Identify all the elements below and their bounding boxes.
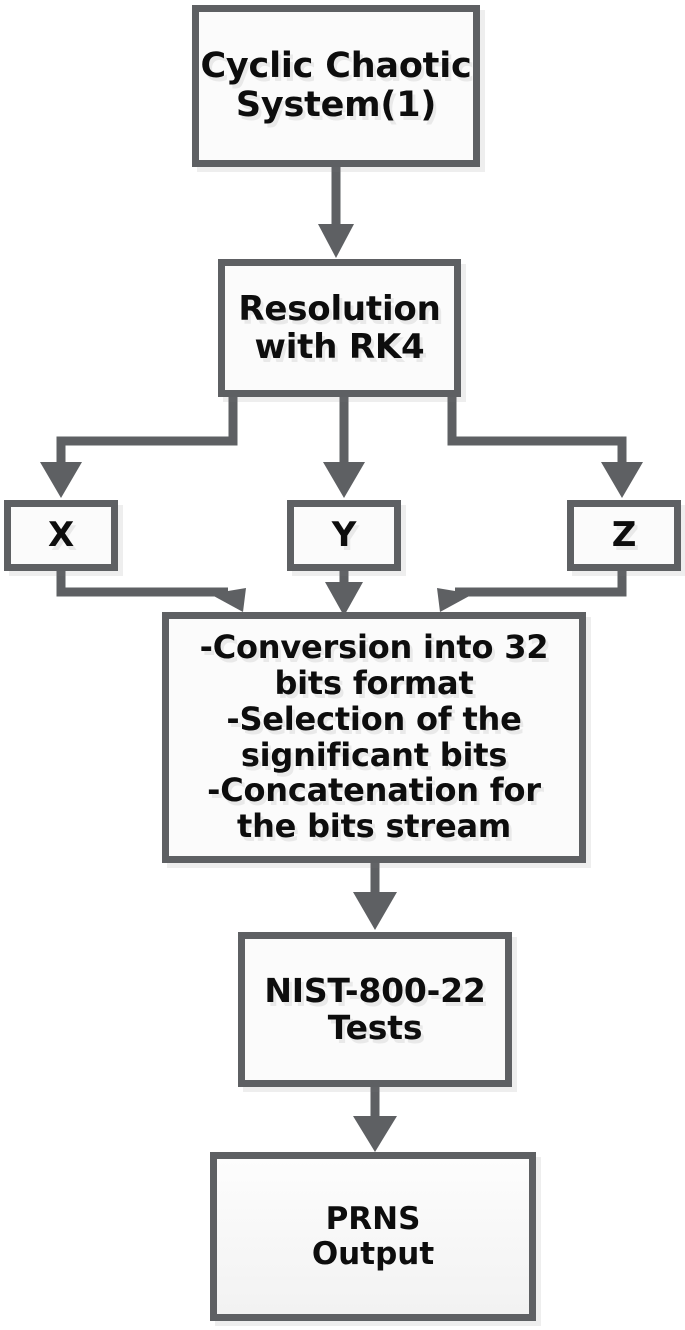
node-label-var-y: Y — [331, 515, 357, 556]
edge-nist-to-prns — [353, 1087, 397, 1152]
edge-resolution-to-x — [40, 397, 238, 498]
node-prns-output[interactable]: PRNS Output — [210, 1152, 536, 1321]
node-cyclic-chaotic-system[interactable]: Cyclic Chaotic System(1) — [192, 5, 480, 167]
node-var-x[interactable]: X — [4, 500, 118, 571]
node-resolution-rk4[interactable]: Resolution with RK4 — [218, 259, 461, 397]
node-label-cyclic-chaotic-system: Cyclic Chaotic System(1) — [200, 45, 472, 125]
node-var-y[interactable]: Y — [287, 500, 401, 571]
edge-x-to-processing — [56, 571, 246, 612]
edge-processing-to-nist — [353, 863, 397, 930]
node-label-resolution-rk4: Resolution with RK4 — [238, 288, 441, 367]
node-label-var-z: Z — [611, 515, 637, 556]
edge-z-to-processing — [437, 571, 627, 612]
edge-y-to-processing — [325, 571, 363, 616]
node-label-prns-output: PRNS Output — [311, 1200, 435, 1272]
node-bit-processing[interactable]: -Conversion into 32 bits format -Selecti… — [162, 612, 586, 863]
node-label-var-x: X — [47, 515, 74, 556]
edge-resolution-to-y — [323, 397, 365, 498]
node-label-bit-processing: -Conversion into 32 bits format -Selecti… — [199, 628, 549, 846]
edge-system-to-resolution — [318, 167, 354, 258]
node-nist-tests[interactable]: NIST-800-22 Tests — [238, 932, 512, 1087]
edge-resolution-to-z — [447, 397, 643, 498]
node-var-z[interactable]: Z — [567, 500, 681, 571]
node-label-nist-tests: NIST-800-22 Tests — [264, 970, 486, 1047]
